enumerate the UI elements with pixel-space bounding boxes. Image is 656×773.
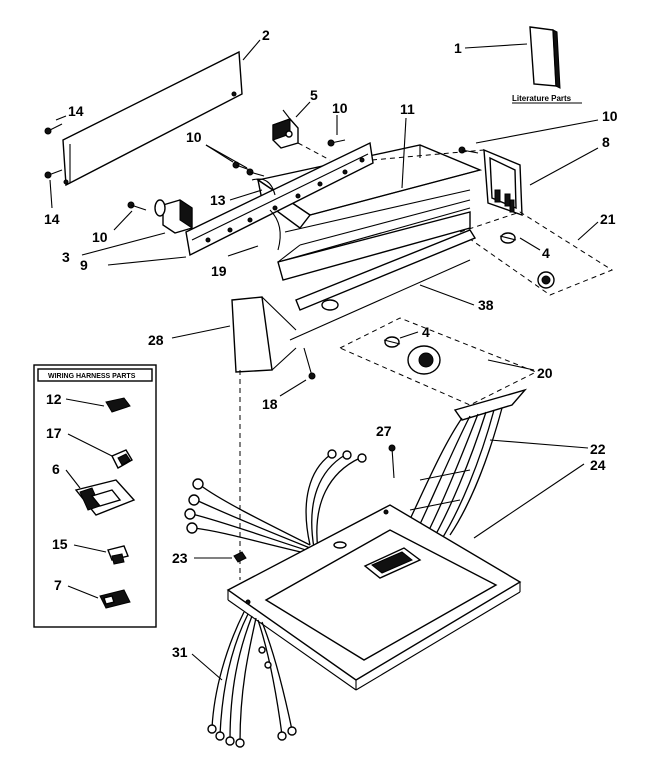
leader-17 xyxy=(67,433,113,457)
leader-10-right xyxy=(475,119,599,144)
screw-14-top xyxy=(44,123,63,135)
wiring-harness-box xyxy=(33,364,157,628)
connector-15 xyxy=(107,545,129,565)
knob-box-21 xyxy=(458,211,614,296)
terminal-12 xyxy=(105,397,131,413)
literature-label: Literature Parts xyxy=(512,94,572,103)
leader-24 xyxy=(473,463,585,539)
leader-28 xyxy=(171,325,231,339)
dash-8 xyxy=(371,149,485,161)
leader-18 xyxy=(279,379,307,397)
callout-22: 22 xyxy=(590,441,606,457)
leader-10-left-b xyxy=(205,144,248,169)
leader-8 xyxy=(529,147,599,186)
callout-23: 23 xyxy=(172,550,188,566)
leader-1 xyxy=(464,43,528,49)
callout-15: 15 xyxy=(52,536,68,552)
knob-box-20 xyxy=(338,317,538,406)
dash-5 xyxy=(297,142,331,161)
screw-10-center xyxy=(327,139,346,147)
callout-4-left: 4 xyxy=(422,324,430,340)
callout-9: 9 xyxy=(80,257,88,273)
wiring-box-title: WIRING HARNESS PARTS xyxy=(48,373,136,380)
callout-18: 18 xyxy=(262,396,278,412)
leader-22 xyxy=(489,439,589,449)
screw-10-left-single xyxy=(127,201,147,211)
callout-3: 3 xyxy=(62,249,70,265)
callout-27: 27 xyxy=(376,423,392,439)
leader-31 xyxy=(191,653,223,681)
terminal-block-6 xyxy=(74,479,136,516)
wiring-harness-31 xyxy=(207,611,297,748)
leader-10-single xyxy=(113,210,133,231)
grommet-23 xyxy=(233,551,247,563)
callout-11: 11 xyxy=(400,101,415,117)
selector-switch xyxy=(154,199,193,234)
callout-8: 8 xyxy=(602,134,610,150)
push-to-start-switch xyxy=(272,109,299,149)
screw-27 xyxy=(388,444,396,479)
callout-7: 7 xyxy=(54,577,62,593)
callout-10-center: 10 xyxy=(332,100,348,116)
leader-21 xyxy=(577,221,599,241)
leader-14b xyxy=(49,179,53,209)
callout-4-right: 4 xyxy=(542,245,550,261)
screw-14-bottom xyxy=(44,169,63,179)
end-cap-right xyxy=(483,148,523,217)
leader-20 xyxy=(487,359,535,371)
connector-7 xyxy=(99,589,131,609)
callout-10-right: 10 xyxy=(602,108,618,124)
leader-38 xyxy=(419,284,475,306)
callout-6: 6 xyxy=(52,461,60,477)
callout-2: 2 xyxy=(262,27,270,43)
callout-1: 1 xyxy=(454,40,462,56)
callout-24: 24 xyxy=(590,457,606,473)
leader-5 xyxy=(295,101,311,118)
literature-booklet xyxy=(529,26,561,89)
screw-18 xyxy=(303,347,316,380)
leader-19 xyxy=(227,245,259,257)
callout-14-bottom: 14 xyxy=(44,211,60,227)
callout-38: 38 xyxy=(478,297,494,313)
leader-13 xyxy=(229,189,263,201)
leader-6 xyxy=(65,469,81,489)
leader-3 xyxy=(81,232,166,256)
control-back-panel xyxy=(62,50,243,187)
callout-13: 13 xyxy=(210,192,226,208)
leader-11 xyxy=(401,117,407,189)
callout-31: 31 xyxy=(172,644,188,660)
callout-20: 20 xyxy=(537,365,553,381)
screw-10-left-pair xyxy=(232,161,265,177)
leader-2 xyxy=(242,39,261,61)
leader-12 xyxy=(65,398,105,407)
callout-28: 28 xyxy=(148,332,164,348)
leader-4a xyxy=(519,237,541,251)
knob-21 xyxy=(499,232,555,289)
leader-4b xyxy=(399,331,419,339)
leader-7 xyxy=(67,585,99,599)
main-wire-bundle xyxy=(184,449,367,557)
leader-14a xyxy=(55,115,67,121)
callout-5: 5 xyxy=(310,87,318,103)
dryer-top-panel xyxy=(226,504,522,691)
callout-14-top: 14 xyxy=(68,103,84,119)
callout-10-left: 10 xyxy=(186,129,202,145)
callout-12: 12 xyxy=(46,391,62,407)
console-rear-rail xyxy=(289,229,477,341)
leader-15 xyxy=(73,544,107,553)
callout-21: 21 xyxy=(600,211,616,227)
knob-20 xyxy=(383,336,441,375)
leader-9 xyxy=(107,256,187,266)
callout-10-single: 10 xyxy=(92,229,108,245)
end-cap-left xyxy=(231,296,297,373)
connector-17 xyxy=(111,449,133,469)
callout-17: 17 xyxy=(46,425,62,441)
control-panel-mount xyxy=(185,141,374,257)
callout-19: 19 xyxy=(211,263,227,279)
